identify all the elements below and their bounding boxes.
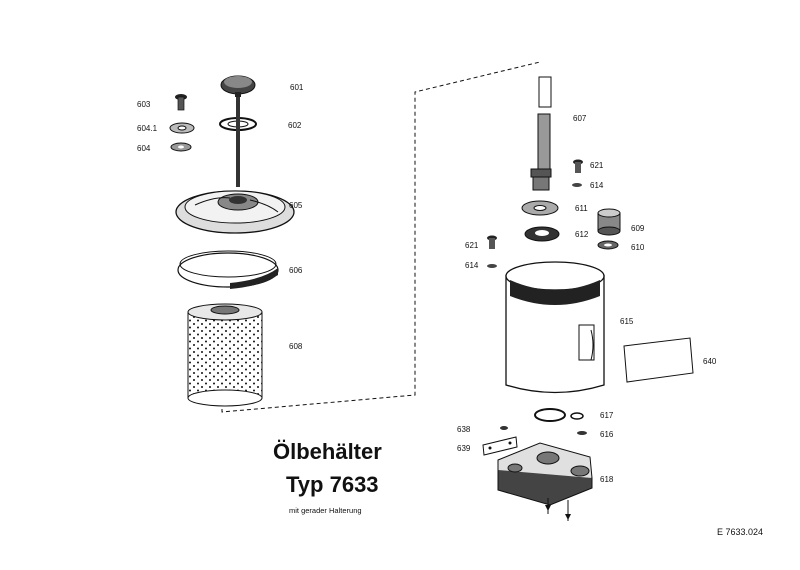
part-618-base [497,442,593,521]
label-603: 603 [137,100,151,109]
label-606: 606 [289,266,303,275]
part-621-screw-left [487,235,497,249]
part-614-washer-left [487,264,497,268]
part-617-seal [534,408,566,422]
label-621-top: 621 [590,161,604,170]
part-610-washer [597,240,619,250]
label-621-left: 621 [465,241,479,250]
label-639: 639 [457,444,471,453]
label-640: 640 [703,357,717,366]
part-605-lid [175,190,295,234]
label-604: 604 [137,144,151,153]
part-608-filter [187,303,263,407]
part-604-1-washer [169,122,195,134]
label-605: 605 [289,201,303,210]
label-607: 607 [573,114,587,123]
label-615: 615 [620,317,634,326]
label-611: 611 [575,204,588,213]
part-604-washer [170,142,192,152]
part-612-ring [524,226,560,242]
part-614-washer [572,183,582,187]
label-618: 618 [600,475,614,484]
part-616-seal [577,431,587,435]
part-603-screw [175,94,187,111]
part-601-knob [220,75,256,97]
label-612: 612 [575,230,589,239]
label-614-left: 614 [465,261,479,270]
part-617-seal-small [570,412,584,420]
part-606-ring [177,250,279,289]
subtitle: mit gerader Halterung [289,506,362,515]
part-609-plug [597,208,621,236]
part-611-washer [521,200,559,216]
part-621-screw [573,159,583,173]
part-640-plate [623,337,694,383]
label-616: 616 [600,430,614,439]
label-602: 602 [288,121,302,130]
label-609: 609 [631,224,645,233]
drawing-number: E 7633.024 [717,527,764,537]
label-638: 638 [457,425,471,434]
dipstick-rod [236,97,240,187]
assembly-dashed-line [221,61,541,413]
title-line-1: Ölbehälter [273,439,382,464]
label-601: 601 [290,83,304,92]
part-639-gasket [482,436,518,456]
label-617: 617 [600,411,614,420]
label-614-top: 614 [590,181,604,190]
part-615-container [505,261,605,394]
label-608: 608 [289,342,303,351]
label-604-1: 604.1 [137,124,158,133]
part-607-pipe [530,76,552,191]
label-610: 610 [631,243,645,252]
part-638-seal [500,426,508,430]
title-line-2: Typ 7633 [286,472,379,497]
